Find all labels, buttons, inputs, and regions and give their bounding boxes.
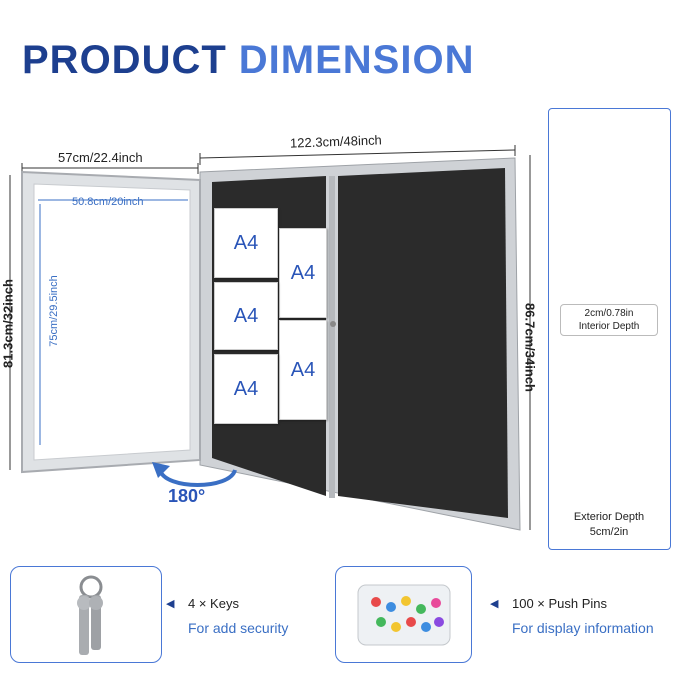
push-pins-icon [357,584,451,646]
interior-depth-label: Interior Depth [578,321,640,332]
title-word-product: PRODUCT [22,38,227,82]
a4-paper: A4 [214,208,278,278]
a4-paper: A4 [214,354,278,424]
keys-quantity: 4 × Keys [188,596,239,611]
title-word-dimension: DIMENSION [238,38,475,82]
a4-paper: A4 [214,282,278,350]
total-height-label: 86.7cm/34inch [522,303,538,392]
push-pins-quantity: 100 × Push Pins [512,596,608,611]
right-corkboard [338,168,508,518]
push-pins-image-box [335,566,472,663]
a4-paper: A4 [279,228,327,318]
push-pins-arrow-icon: ◀ [490,598,499,610]
keys-icon [77,575,103,655]
interior-depth-value: 2cm/0.78in [584,308,634,319]
exterior-depth-label: Exterior Depth [573,511,645,523]
interior-depth-badge: 2cm/0.78in Interior Depth [560,304,658,336]
push-pins-description: For display information [512,620,654,636]
keys-description: For add security [188,620,289,636]
total-width-line [199,149,516,159]
door-glass [33,183,191,461]
a4-paper: A4 [279,320,327,420]
door-width-label: 57cm/22.4inch [58,150,143,165]
total-width-label: 122.3cm/48inch [289,132,383,151]
lock-keyhole [330,321,336,327]
inner-height-label: 75cm/29.5inch [48,275,60,347]
rotation-arrow-icon [158,469,237,487]
inner-width-label: 50.8cm/20inch [72,196,144,208]
keys-arrow-icon: ◀ [166,598,175,610]
rotation-label: 180° [168,486,206,506]
door-height-label: 81.3cm/32inch [0,279,16,368]
exterior-depth-badge: Exterior Depth 5cm/2in [555,510,663,540]
keys-image-box [10,566,162,663]
exterior-depth-value: 5cm/2in [589,526,629,538]
